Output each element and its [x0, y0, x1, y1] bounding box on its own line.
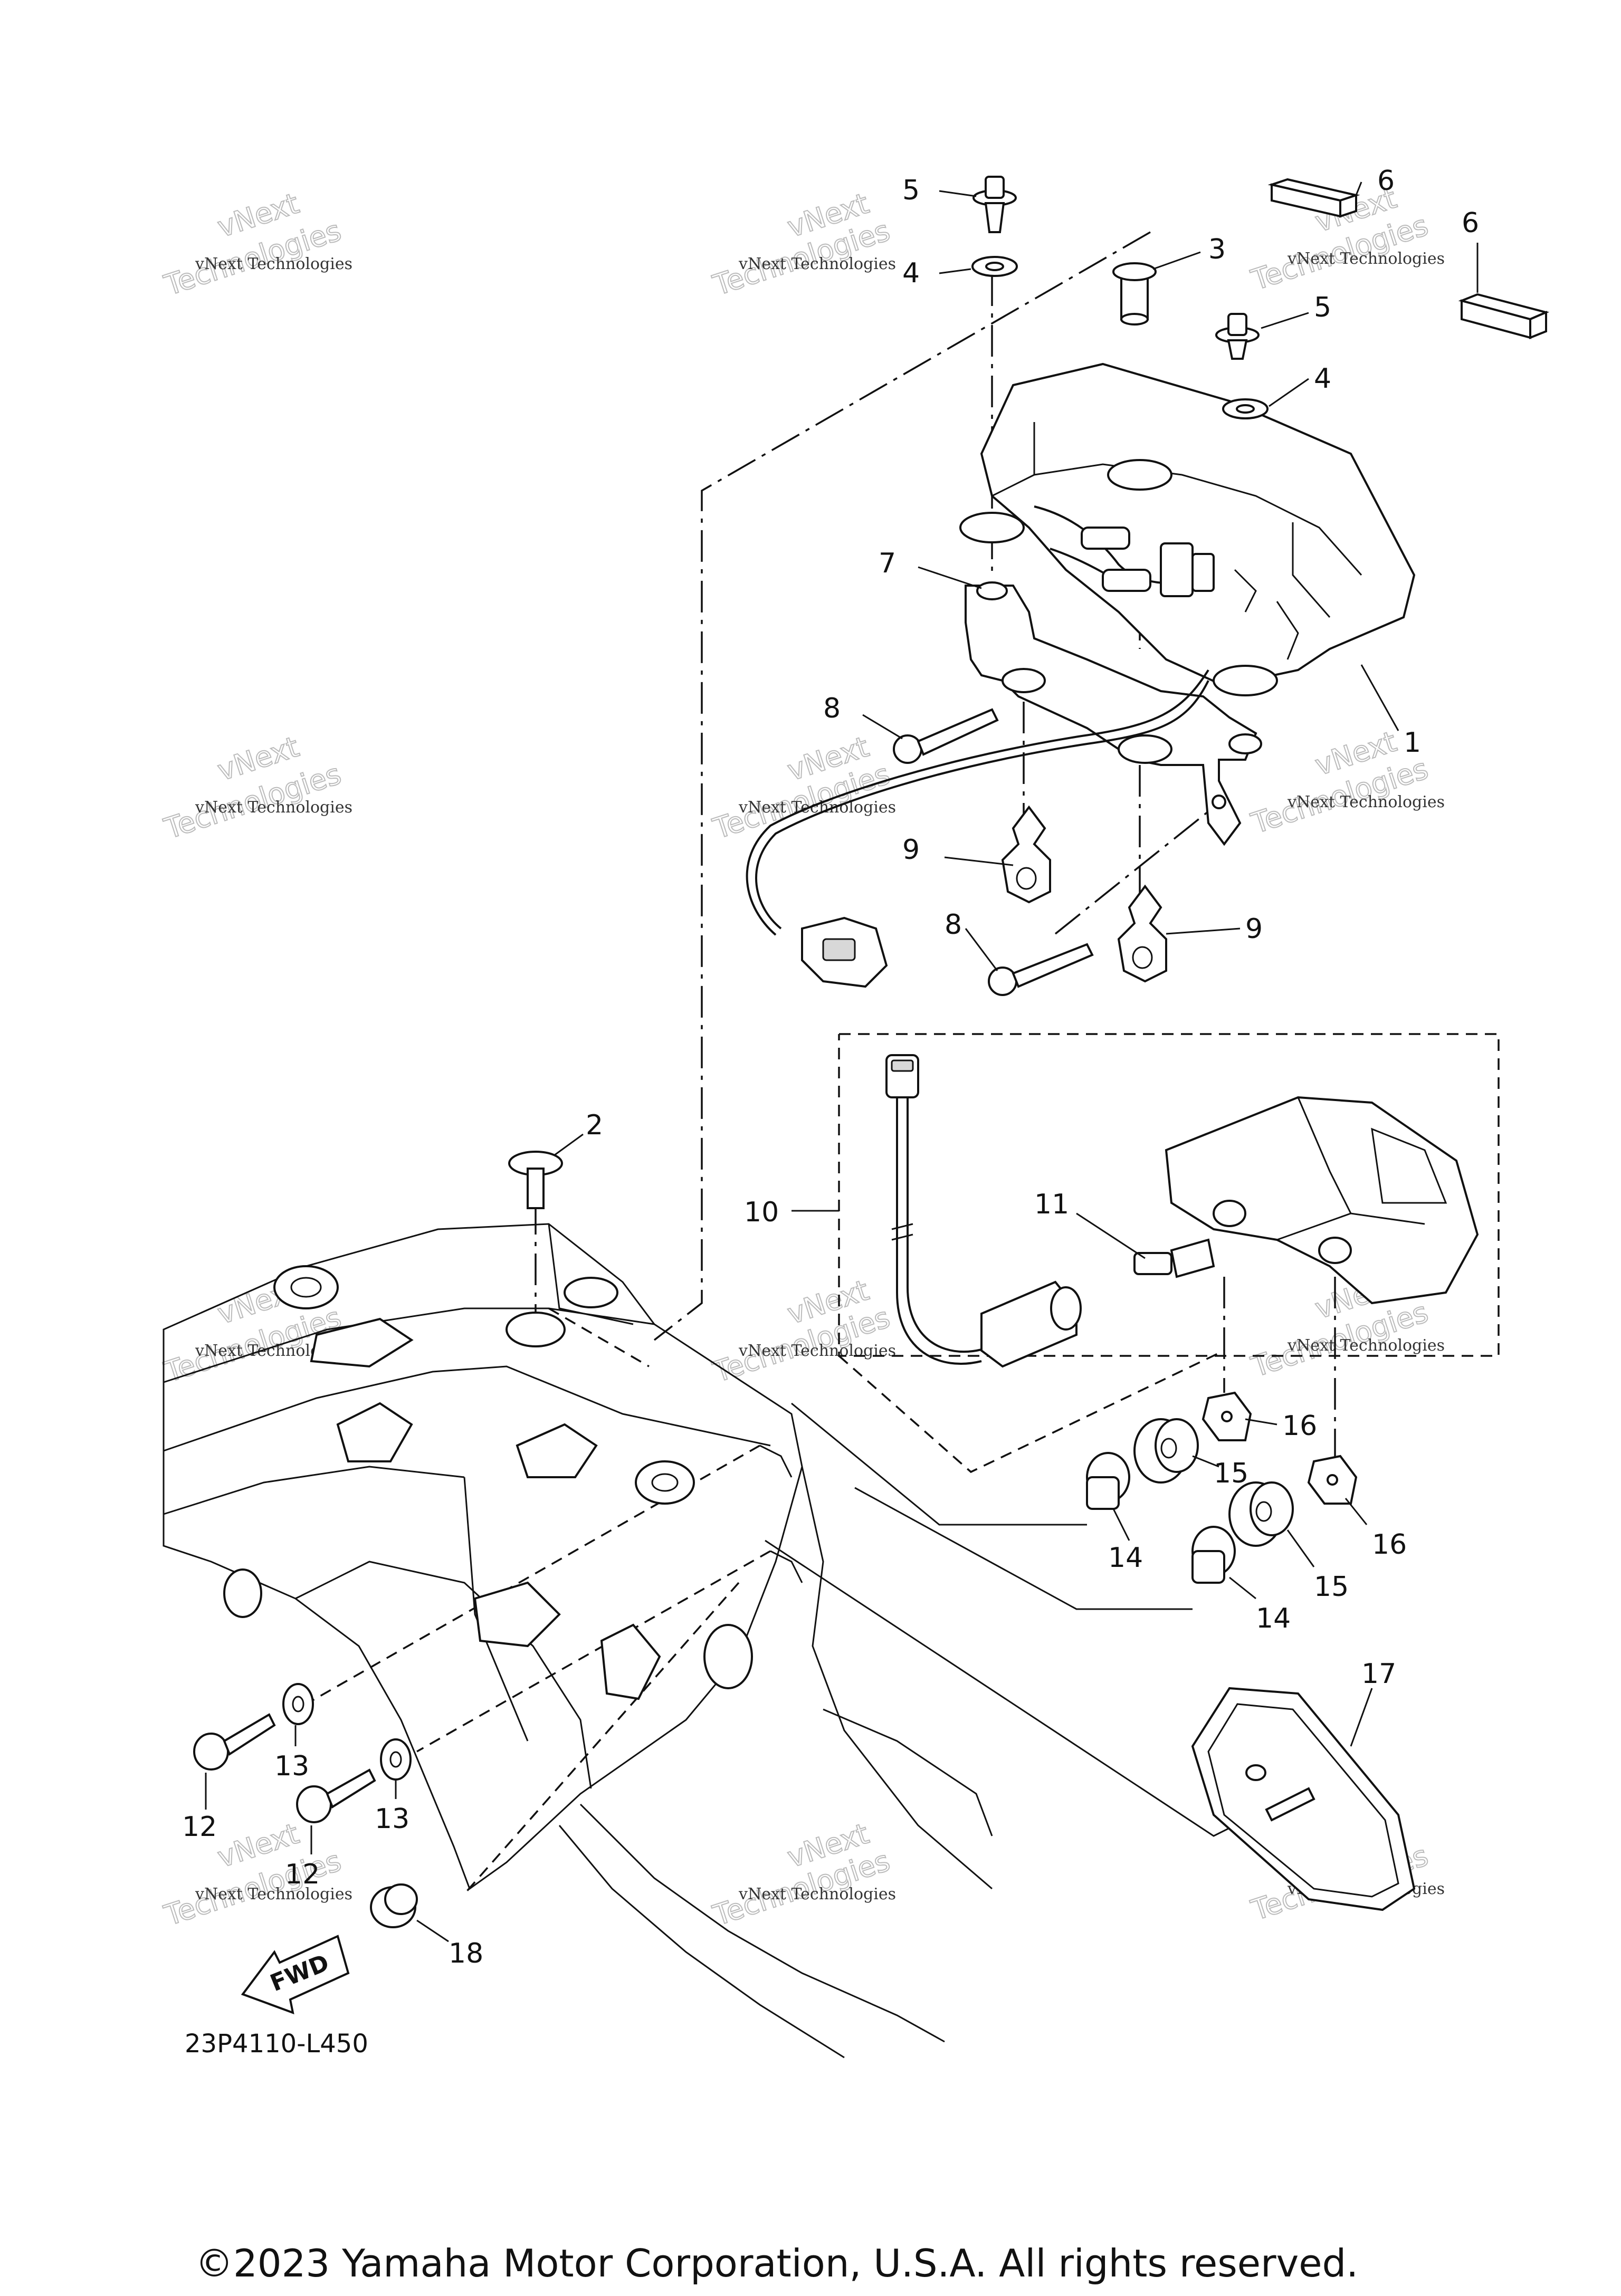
forward-arrow-icon: FWD [241, 1935, 350, 2015]
watermark: vNext Technologies vNext Technologies [709, 730, 896, 846]
harness-connector [801, 916, 888, 988]
callout-8: 8 [823, 693, 841, 724]
diagram-code: 23P4110-L450 [185, 2029, 368, 2059]
callout-labels: 1 2 3 4 4 5 5 6 6 7 8 8 9 9 10 11 12 12 … [182, 165, 1479, 1969]
callout-12: 12 [182, 1811, 217, 1843]
pad-6-left [1267, 178, 1360, 218]
callout-13: 13 [274, 1750, 309, 1782]
callout-18: 18 [449, 1938, 483, 1969]
pad-6-right [1458, 293, 1550, 339]
svg-text:vNext Technologies: vNext Technologies [195, 255, 352, 273]
callout-5: 5 [1314, 292, 1331, 323]
reflector-17 [1191, 1687, 1416, 1911]
collar-3 [1112, 262, 1157, 326]
bracket-7 [746, 581, 1262, 988]
svg-text:vNext Technologies: vNext Technologies [195, 798, 352, 817]
screw-8-upper [893, 708, 999, 764]
svg-text:vNext Technologies: vNext Technologies [1287, 250, 1445, 268]
bolt-12-upper [193, 1713, 276, 1771]
washer-4-right [1222, 398, 1269, 419]
watermark: vNext Technologies vNext Technologies [709, 186, 896, 303]
callout-7: 7 [879, 548, 896, 579]
watermark: vNext Technologies vNext Technologies [709, 1273, 896, 1390]
bulb-11 [1133, 1238, 1215, 1278]
tail-lamp-assembly [959, 362, 1416, 696]
washer-4-left [971, 256, 1018, 277]
washer-13-upper [282, 1683, 314, 1725]
grommet-15-lower [1228, 1481, 1294, 1547]
callout-6: 6 [1462, 207, 1479, 239]
grommet-16-lower [1307, 1455, 1358, 1505]
callout-6: 6 [1377, 165, 1395, 197]
callout-16: 16 [1372, 1529, 1407, 1561]
callout-17: 17 [1361, 1658, 1396, 1690]
callout-3: 3 [1208, 234, 1226, 265]
nut-18 [370, 1883, 418, 1928]
callout-4: 4 [1314, 363, 1331, 395]
svg-text:vNext Technologies: vNext Technologies [1287, 793, 1445, 811]
callout-4: 4 [902, 257, 920, 289]
svg-text:vNext Technologies: vNext Technologies [1287, 1336, 1445, 1355]
washer-13-lower [380, 1738, 412, 1781]
callout-14: 14 [1108, 1542, 1143, 1574]
clip-9-left [1001, 805, 1051, 904]
screw-2 [508, 1151, 563, 1209]
callout-8: 8 [945, 909, 962, 941]
svg-text:vNext Technologies: vNext Technologies [738, 1885, 896, 1903]
leader-lines [205, 181, 1479, 1943]
callout-16: 16 [1282, 1410, 1317, 1442]
callout-10: 10 [744, 1197, 779, 1228]
callout-12: 12 [285, 1859, 320, 1890]
callout-14: 14 [1256, 1603, 1291, 1634]
bolt-12-lower [296, 1768, 376, 1823]
callout-11: 11 [1034, 1189, 1069, 1220]
rivet-5-left [972, 176, 1017, 233]
callout-13: 13 [375, 1803, 409, 1835]
grommet-15-upper [1133, 1418, 1199, 1484]
callout-2: 2 [586, 1109, 603, 1141]
callout-1: 1 [1404, 727, 1421, 759]
rivet-5-right [1215, 313, 1260, 360]
watermark: vNext Technologies vNext Technologies [160, 186, 352, 303]
watermark: vNext Technologies vNext Technologies [160, 730, 352, 846]
collar-14-lower [1191, 1526, 1236, 1584]
svg-text:vNext Technologies: vNext Technologies [195, 1885, 352, 1903]
svg-text:vNext Technologies: vNext Technologies [738, 1342, 896, 1360]
license-light-assembly [885, 1054, 1479, 1368]
copyright-notice: ©2023 Yamaha Motor Corporation, U.S.A. A… [195, 2241, 1358, 2285]
callout-5: 5 [902, 175, 920, 206]
callout-15: 15 [1214, 1458, 1248, 1489]
screw-8-lower [988, 943, 1094, 996]
rear-fender [163, 1223, 993, 2059]
callout-9: 9 [1245, 913, 1263, 945]
watermark: vNext Technologies vNext Technologies [709, 1816, 896, 1933]
svg-text:vNext Technologies: vNext Technologies [738, 255, 896, 273]
callout-9: 9 [902, 834, 920, 866]
clip-9-right [1117, 884, 1167, 983]
callout-15: 15 [1314, 1571, 1349, 1603]
grommet-16-upper [1202, 1391, 1252, 1441]
collar-14-upper [1086, 1452, 1130, 1510]
